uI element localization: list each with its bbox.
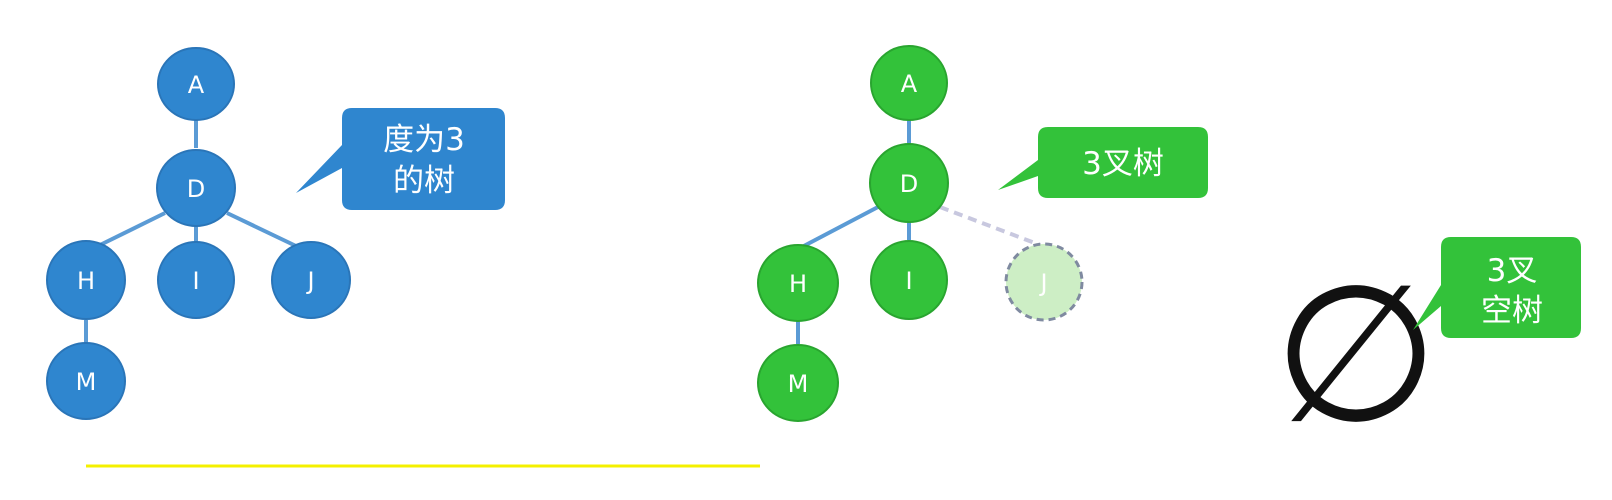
middle-node-d-label: D <box>900 170 918 198</box>
left-node-i-circle <box>157 241 235 319</box>
left-node-j-circle <box>271 241 351 319</box>
middle-callout: 3叉树 <box>998 127 1208 198</box>
middle-node-j-placeholder: J <box>1004 242 1084 322</box>
middle-node-i: I <box>870 240 948 320</box>
left-callout-line1: 度为3 <box>383 122 465 158</box>
middle-node-i-label: I <box>905 267 912 295</box>
left-node-h-circle <box>46 240 126 320</box>
left-edge-d-j <box>226 211 297 248</box>
middle-node-d-circle <box>869 143 949 223</box>
left-node-j-label: J <box>305 267 314 295</box>
middle-callout-bubble <box>998 127 1208 198</box>
middle-node-a-circle <box>870 45 948 121</box>
middle-node-h-circle <box>757 244 839 322</box>
left-node-i: I <box>157 241 235 319</box>
left-edge-d-h <box>97 211 166 248</box>
left-node-m: M <box>46 342 126 420</box>
middle-callout-text: 3叉树 <box>1082 146 1164 182</box>
empty-tree: ∅ 3叉 空树 <box>1273 237 1581 465</box>
left-node-i-label: I <box>192 267 199 295</box>
empty-tree-callout-line1: 3叉 <box>1487 253 1538 289</box>
middle-node-m: M <box>757 344 839 422</box>
empty-tree-callout: 3叉 空树 <box>1413 237 1581 338</box>
left-node-a-label: A <box>188 71 205 99</box>
left-tree: A D H I J M 度为3 的树 <box>46 47 505 420</box>
left-node-m-circle <box>46 342 126 420</box>
left-node-a: A <box>157 47 235 121</box>
left-node-a-circle <box>157 47 235 121</box>
empty-tree-callout-bubble <box>1413 237 1581 338</box>
left-callout-line2: 的树 <box>393 163 455 199</box>
left-node-h-label: H <box>77 267 95 295</box>
left-node-d: D <box>156 149 236 227</box>
left-node-d-circle <box>156 149 236 227</box>
middle-node-a-label: A <box>901 70 918 98</box>
empty-set-symbol: ∅ <box>1273 244 1439 465</box>
middle-node-j-placeholder-label: J <box>1038 269 1047 297</box>
middle-node-j-placeholder-circle <box>1004 242 1084 322</box>
left-node-m-label: M <box>76 368 97 396</box>
middle-node-m-label: M <box>788 370 809 398</box>
middle-node-d: D <box>869 143 949 223</box>
left-node-d-label: D <box>187 175 205 203</box>
left-callout-bubble <box>296 108 505 210</box>
middle-edge-d-j-placeholder <box>939 205 1041 247</box>
middle-node-a: A <box>870 45 948 121</box>
middle-node-h-label: H <box>789 270 807 298</box>
empty-tree-callout-line2: 空树 <box>1481 293 1543 329</box>
middle-node-m-circle <box>757 344 839 422</box>
left-node-j: J <box>271 241 351 319</box>
left-node-h: H <box>46 240 126 320</box>
middle-edge-d-h <box>799 205 879 250</box>
middle-node-h: H <box>757 244 839 322</box>
middle-node-i-circle <box>870 240 948 320</box>
left-callout: 度为3 的树 <box>296 108 505 210</box>
middle-tree: A D H I J M 3叉树 <box>757 45 1208 422</box>
